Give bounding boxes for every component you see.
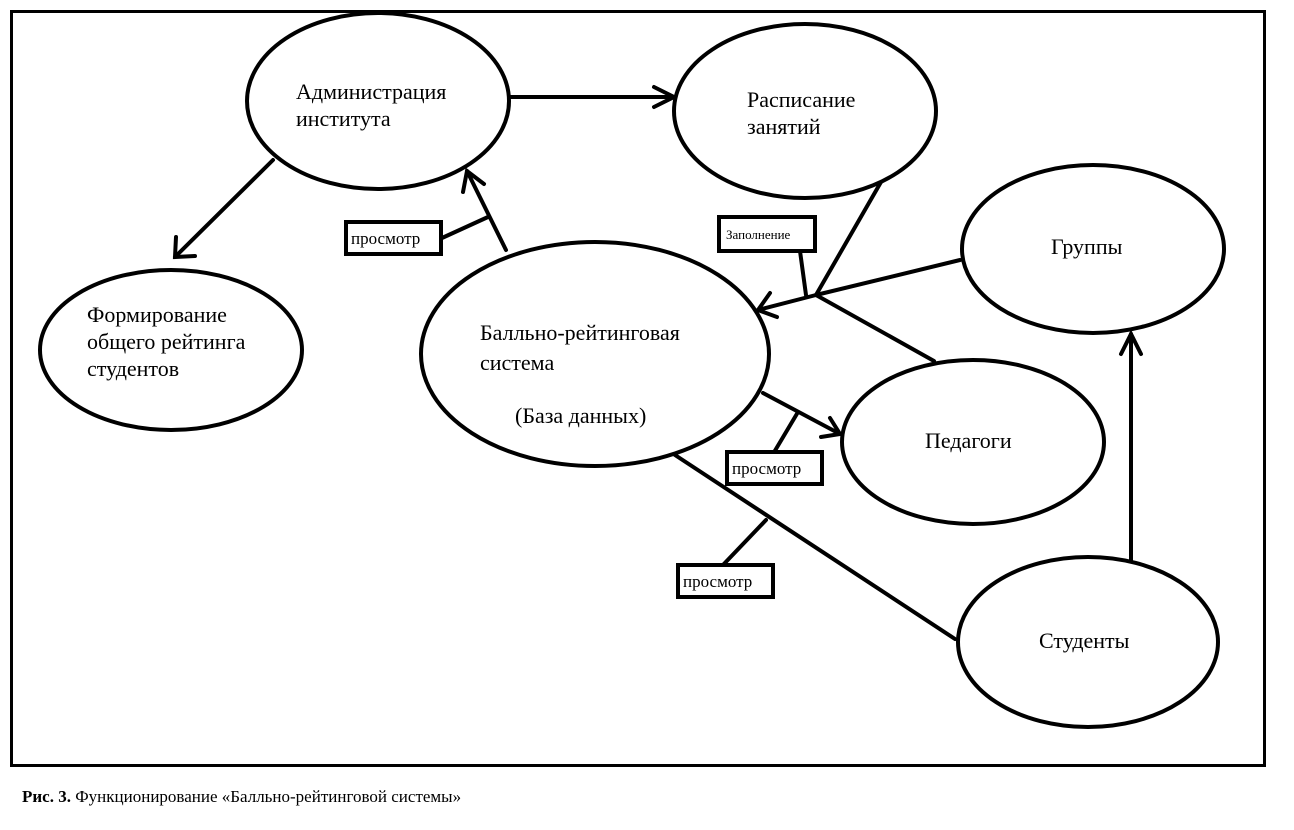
functioning-diagram: Администрация института Расписание занят… [10,10,1266,767]
connector-view2 [771,410,800,456]
rating-line-1: Формирование [87,302,227,327]
connector-fill [798,249,808,297]
node-rating [38,268,304,432]
arrow-brs-to-teachers [761,391,842,436]
arrowhead-teachers [819,416,844,439]
schedule-line-2: занятий [747,114,821,139]
text-schedule: Расписание занятий [747,87,861,139]
node-schedule [672,22,938,200]
arrow-brs-to-admin [465,169,508,252]
text-admin: Администрация института [296,79,452,131]
text-students: Студенты [1039,628,1130,653]
text-teachers: Педагоги [925,428,1012,453]
line-teachers-to-junction [814,293,936,363]
figure-caption: Рис. 3. Функционирование «Балльно-рейтин… [22,787,461,807]
node-brs [419,240,771,468]
text-brs-db: (База данных) [515,403,646,428]
label-view3: просмотр [683,572,752,591]
label-view1: просмотр [351,229,420,248]
arrowhead-groups [1119,329,1143,356]
brs-line-1: Балльно-рейтинговая [480,320,680,345]
brs-line-2: система [480,350,554,375]
label-fill: Заполнение [726,227,791,242]
text-groups: Группы [1051,234,1123,259]
node-teachers [840,358,1106,526]
arrow-admin-to-rating [173,158,275,259]
label-box-fill [717,215,817,253]
arrow-junction-to-brs [756,293,818,312]
label-box-view2 [725,450,824,486]
outer-border [10,10,1266,767]
caption-prefix: Рис. 3. [22,787,71,806]
text-rating: Формирование общего рейтинга студентов [87,302,251,381]
diagram-frame: Администрация института Расписание занят… [10,10,1266,767]
line-brs-to-students [673,453,957,641]
line-schedule-to-junction [814,180,883,297]
label-box-view1 [344,220,443,256]
arrowhead-admin [461,167,486,194]
admin-line-2: института [296,106,391,131]
caption-text: Функционирование «Балльно-рейтинговой си… [70,787,462,806]
arrowhead-brs [754,291,779,319]
node-admin [245,11,511,191]
node-groups [960,163,1226,335]
text-brs: Балльно-рейтинговая система [480,320,685,375]
rating-line-3: студентов [87,356,179,381]
admin-line-1: Администрация [296,79,446,104]
schedule-line-1: Расписание [747,87,855,112]
teachers-line-1: Педагоги [925,428,1012,453]
rating-line-2: общего рейтинга [87,329,246,354]
groups-line-1: Группы [1051,234,1123,259]
node-students [956,555,1220,729]
students-line-1: Студенты [1039,628,1130,653]
arrowhead-rating [172,235,197,260]
connector-view1 [440,215,490,240]
line-groups-to-junction [814,258,962,297]
label-view2: просмотр [732,459,801,478]
connector-view3 [720,518,768,568]
label-box-view3 [676,563,775,599]
